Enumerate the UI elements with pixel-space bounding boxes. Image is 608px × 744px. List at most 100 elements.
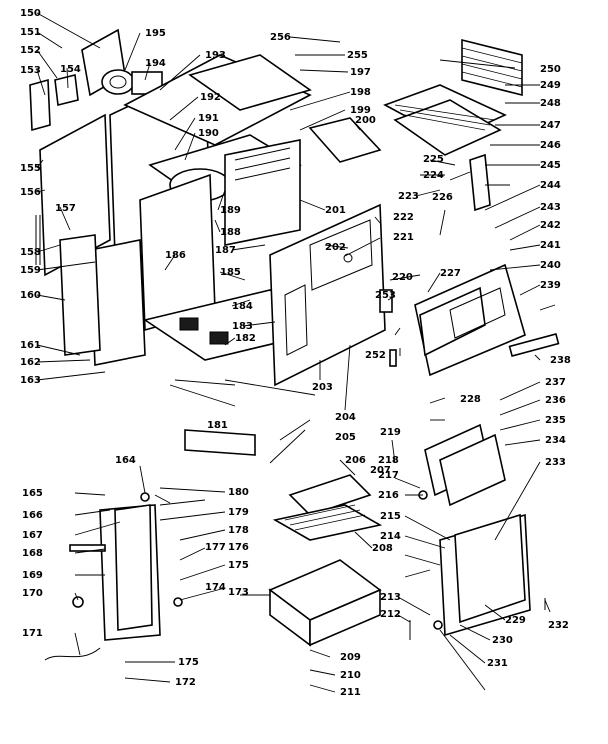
callout-219: 219 [380, 427, 401, 438]
callout-192: 192 [200, 92, 221, 103]
callout-157: 157 [55, 203, 76, 214]
callout-155: 155 [20, 163, 41, 174]
door-inner-panel [424, 423, 506, 507]
callout-255: 255 [347, 50, 368, 61]
broiler-drawer [268, 474, 383, 647]
callout-191: 191 [198, 113, 219, 124]
callout-185: 185 [220, 267, 241, 278]
callout-244: 244 [540, 180, 561, 191]
callout-164: 164 [115, 455, 136, 466]
callout-227: 227 [440, 268, 461, 279]
callout-169: 169 [22, 570, 43, 581]
broiler-pan [383, 84, 507, 156]
callout-237: 237 [545, 377, 566, 388]
callout-156: 156 [20, 187, 41, 198]
callout-labels: 150 151 152 153 154 155 156 157 158 159 … [20, 8, 571, 698]
callout-198: 198 [350, 87, 371, 98]
callout-200: 200 [355, 115, 376, 126]
callout-165: 165 [22, 488, 43, 499]
callout-174: 173 [228, 587, 249, 598]
callout-162: 162 [20, 357, 41, 368]
oven-cavity [59, 173, 332, 366]
callout-215: 215 [380, 511, 401, 522]
callout-159: 159 [20, 265, 41, 276]
callout-199: 199 [350, 105, 371, 116]
callout-236: 236 [545, 395, 566, 406]
callout-252: 252 [365, 350, 386, 361]
callout-225: 225 [423, 154, 444, 165]
callout-228: 228 [460, 394, 481, 405]
lower-front-panel [69, 504, 161, 641]
oven-rack [461, 38, 523, 97]
callout-220: 220 [392, 272, 413, 283]
callout-226: 226 [432, 192, 453, 203]
callout-201: 201 [325, 205, 346, 216]
callout-180: 180 [228, 487, 249, 498]
callout-184: 184 [232, 301, 253, 312]
callout-189: 189 [220, 205, 241, 216]
callout-240: 240 [540, 260, 561, 271]
callout-175: 176 [228, 542, 249, 553]
callout-250: 250 [540, 64, 561, 75]
callout-209: 209 [340, 652, 361, 663]
callout-170: 170 [22, 588, 43, 599]
callout-182: 182 [235, 333, 256, 344]
callout-208: 208 [372, 543, 393, 554]
callout-151: 151 [20, 27, 41, 38]
callout-242: 242 [540, 220, 561, 231]
lower-door [439, 513, 531, 637]
callout-166: 166 [22, 510, 43, 521]
callout-160: 160 [20, 290, 41, 301]
callout-229: 229 [505, 615, 526, 626]
callout-247: 247 [540, 120, 561, 131]
callout-241: 241 [540, 240, 561, 251]
callout-205: 205 [335, 432, 356, 443]
callout-181: 181 [207, 420, 228, 431]
callout-186: 186 [165, 250, 186, 261]
callout-204: 204 [335, 412, 356, 423]
callout-188: 188 [220, 227, 241, 238]
cooktop [188, 54, 382, 163]
callout-207: 207 [370, 465, 391, 476]
callout-167: 167 [22, 530, 43, 541]
callout-246: 246 [540, 140, 561, 151]
callout-161: 161 [20, 340, 41, 351]
callout-212: 212 [380, 609, 401, 620]
callout-239: 239 [540, 280, 561, 291]
callout-177: 177 [205, 542, 226, 553]
callout-173b: 175 [178, 657, 199, 668]
callout-183: 183 [232, 321, 253, 332]
callout-221: 221 [393, 232, 414, 243]
callout-172: 172 [175, 677, 196, 688]
callout-173: 175 [228, 560, 249, 571]
callout-206: 206 [345, 455, 366, 466]
callout-245: 245 [540, 160, 561, 171]
callout-224: 224 [423, 170, 444, 181]
callout-202: 202 [325, 242, 346, 253]
callout-243: 243 [540, 202, 561, 213]
callout-223: 223 [398, 191, 419, 202]
callout-193: 193 [205, 50, 226, 61]
kick-plate [184, 429, 256, 456]
oven-door [414, 263, 560, 377]
callout-158: 158 [20, 247, 41, 258]
callout-233: 233 [545, 457, 566, 468]
callout-248: 248 [540, 98, 561, 109]
callout-232: 232 [548, 620, 569, 631]
callout-256: 256 [270, 32, 291, 43]
callout-222: 222 [393, 212, 414, 223]
callout-211: 211 [340, 687, 361, 698]
callout-203: 203 [312, 382, 333, 393]
callout-178: 178 [228, 525, 249, 536]
callout-190: 190 [198, 128, 219, 139]
callout-195: 195 [145, 28, 166, 39]
callout-163: 163 [20, 375, 41, 386]
callout-179: 179 [228, 507, 249, 518]
callout-154: 154 [60, 64, 81, 75]
callout-210: 210 [340, 670, 361, 681]
fasteners [44, 289, 546, 661]
callout-230: 230 [492, 635, 513, 646]
callout-238: 238 [550, 355, 571, 366]
callout-187: 187 [215, 245, 236, 256]
